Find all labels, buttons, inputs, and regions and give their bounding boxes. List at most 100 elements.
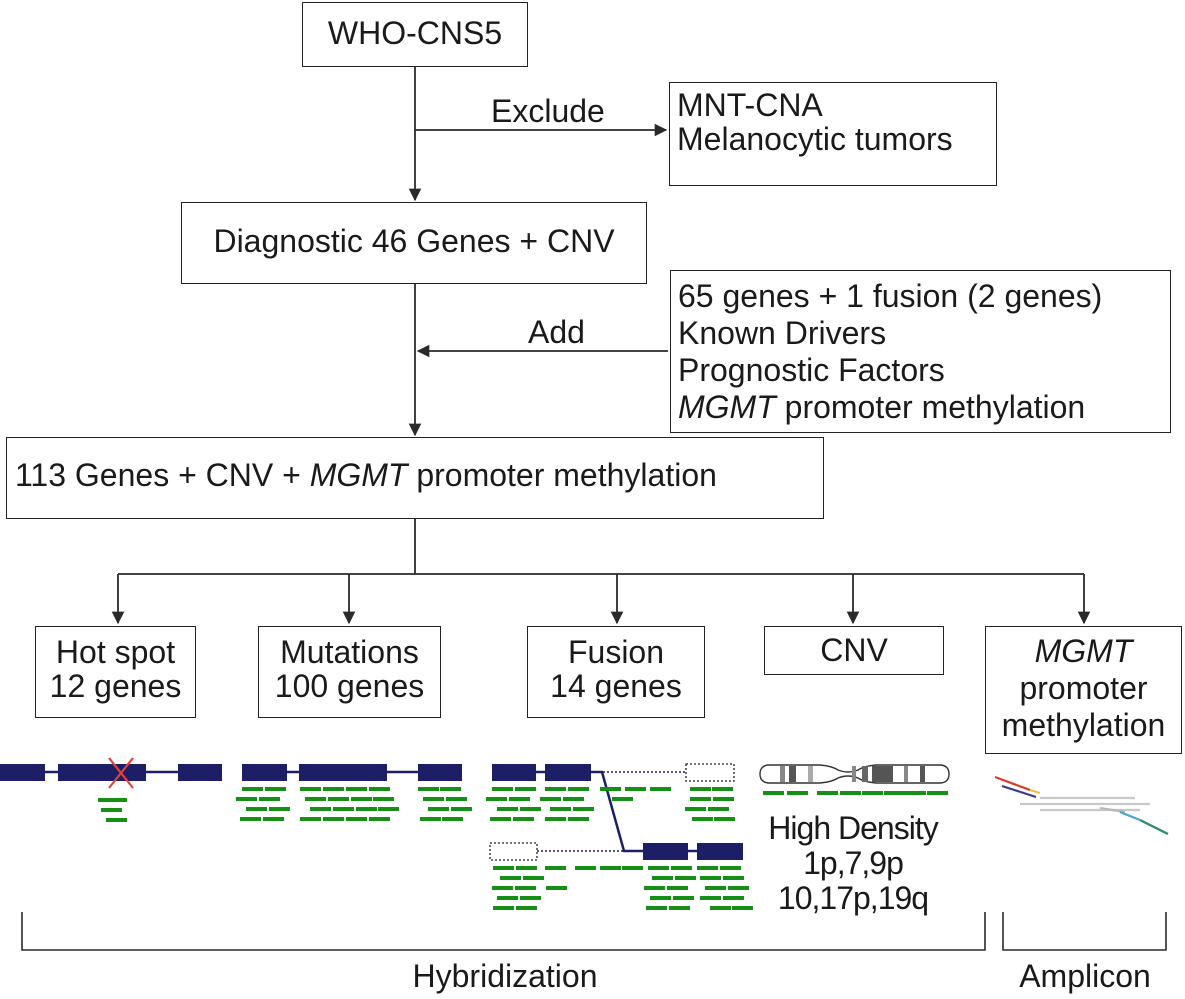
read-segment: [378, 807, 399, 811]
flow-arrows: [111, 67, 1091, 625]
mgmt-title: MGMT: [1034, 633, 1133, 669]
add-label: Add: [528, 314, 585, 350]
hybridization-bracket: [21, 912, 986, 951]
read-segment: [720, 866, 741, 870]
read-segment: [520, 807, 541, 811]
read-segment: [240, 817, 261, 821]
add-item: 65 genes + 1 fusion (2 genes): [678, 278, 1103, 314]
read-segment: [700, 896, 721, 900]
method-brackets: [21, 912, 1167, 951]
read-segment: [600, 866, 621, 870]
read-segment: [106, 798, 127, 802]
mgmt-line2: promoter: [1019, 670, 1148, 706]
read-segment: [265, 787, 286, 791]
cnv-detail-line2: 1p,7,9p: [803, 845, 904, 881]
read-segment: [697, 866, 718, 870]
diagnostic-label: Diagnostic 46 Genes + CNV: [213, 223, 615, 259]
unused-exon: [685, 763, 735, 782]
read-segment: [723, 876, 744, 880]
read-segment: [328, 797, 349, 801]
exon: [178, 764, 222, 781]
panel-suffix: promoter methylation: [407, 457, 717, 493]
read-segment: [523, 876, 544, 880]
read-segment: [732, 906, 753, 910]
who-cns5-box: WHO-CNS5: [302, 2, 528, 67]
read-segment: [700, 876, 721, 880]
read-segment: [373, 797, 394, 801]
read-segment: [648, 866, 669, 870]
read-segment: [708, 807, 729, 811]
exon: [643, 843, 688, 860]
read-segment: [545, 866, 566, 870]
mutations-box: Mutations 100 genes: [258, 626, 441, 718]
read-segment: [515, 787, 536, 791]
read-segment: [346, 817, 367, 821]
read-segment: [723, 896, 744, 900]
read-segment: [451, 807, 472, 811]
read-segment: [356, 807, 377, 811]
exon: [242, 764, 287, 781]
amplicon-reads: [994, 775, 1169, 835]
exclude-box: MNT-CNA Melanocytic tumors: [669, 82, 997, 186]
read-segment: [728, 886, 749, 890]
read-segment: [515, 886, 536, 890]
read-segment: [101, 808, 122, 812]
read-segment: [763, 791, 784, 795]
read-segment: [550, 807, 571, 811]
read-segment: [259, 797, 280, 801]
read-segment: [269, 807, 290, 811]
exclude-label: Exclude: [491, 93, 605, 129]
exon: [58, 764, 146, 781]
read-segment: [563, 797, 584, 801]
read-segment: [509, 797, 530, 801]
read-segment: [673, 896, 694, 900]
hybridization-label: Hybridization: [412, 958, 598, 994]
mgmt-box: MGMT promoter methylation: [985, 626, 1182, 754]
read-segment: [446, 797, 467, 801]
read-segment: [492, 886, 513, 890]
read-segment: [646, 906, 667, 910]
read-segment: [840, 791, 861, 795]
exon: [697, 843, 743, 860]
read-segment: [305, 797, 326, 801]
mutations-title: Mutations: [280, 634, 419, 670]
mutations-gene-model: [242, 764, 462, 781]
mgmt-gene-label: MGMT: [678, 389, 776, 425]
unused-exon: [489, 842, 538, 861]
read-segment: [650, 787, 671, 791]
read-segment: [418, 787, 439, 791]
read-segment: [690, 787, 711, 791]
read-segment: [546, 886, 567, 890]
read-segment: [516, 866, 537, 870]
panel-gene: MGMT: [309, 457, 408, 493]
diagnostic-box: Diagnostic 46 Genes + CNV: [181, 202, 647, 284]
read-segment: [428, 807, 449, 811]
add-item: Prognostic Factors: [678, 352, 945, 388]
read-segment: [333, 807, 354, 811]
exon: [299, 764, 387, 781]
read-segment: [493, 866, 514, 870]
read-segment: [675, 876, 696, 880]
fusion-title: Fusion: [567, 634, 665, 670]
read-segment: [423, 797, 444, 801]
read-segment: [927, 791, 948, 795]
read-segment: [500, 876, 521, 880]
read-segment: [323, 787, 344, 791]
read-segment: [310, 807, 331, 811]
mgmt-suffix: promoter methylation: [775, 389, 1086, 425]
who-cns5-label: WHO-CNS5: [327, 15, 503, 51]
fusion-box: Fusion 14 genes: [527, 626, 705, 718]
read-segment: [652, 876, 673, 880]
read-segment: [667, 886, 688, 890]
amplicon-label: Amplicon: [1019, 958, 1151, 994]
cnv-detail-line3: 10,17p,19q: [777, 880, 929, 916]
read-segment: [714, 817, 735, 821]
read-segment: [420, 817, 441, 821]
read-segment: [545, 817, 566, 821]
read-segment: [497, 807, 518, 811]
read-segment: [493, 906, 514, 910]
read-segment: [692, 817, 713, 821]
exon: [418, 764, 462, 781]
hotspot-gene-model: [0, 757, 222, 789]
